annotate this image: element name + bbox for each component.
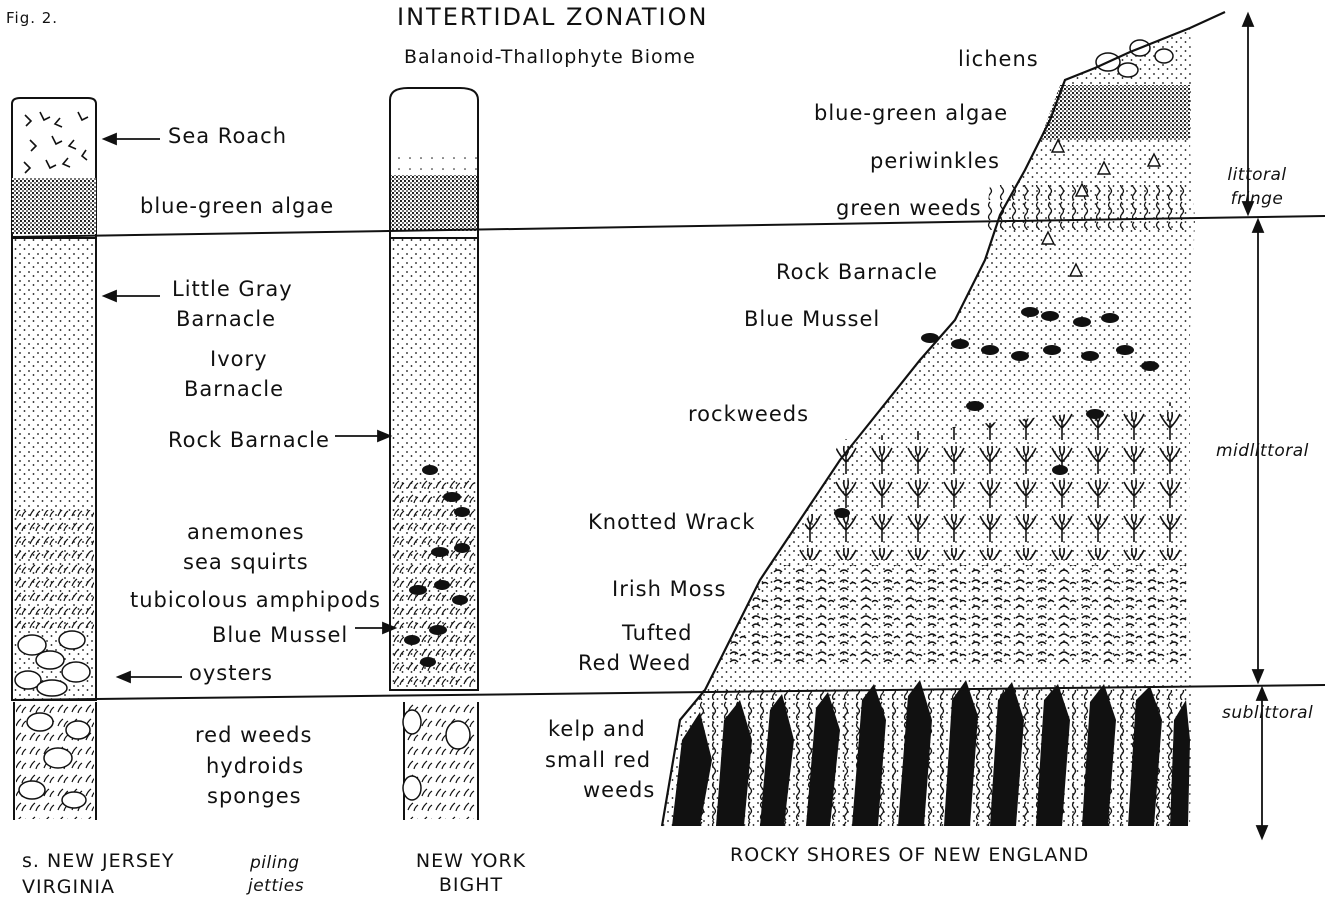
label-shore-blue-mussel: Blue Mussel (744, 304, 880, 334)
label-red-weeds: red weeds (195, 720, 312, 750)
caption-new-jersey-2: VIRGINIA (22, 874, 115, 900)
figure-subtitle: Balanoid-Thallophyte Biome (404, 42, 696, 72)
label-tufted-2: Red Weed (578, 648, 691, 678)
caption-new-york-2: BIGHT (396, 872, 546, 898)
label-shore-blue-green-algae: blue-green algae (814, 98, 1008, 128)
label-oysters: oysters (189, 658, 273, 688)
figure-label: Fig. 2. (6, 8, 58, 28)
label-lichens: lichens (958, 44, 1039, 74)
label-little-gray-2: Barnacle (176, 304, 276, 334)
label-shore-rock-barnacle: Rock Barnacle (776, 257, 938, 287)
zone-fringe-2: fringe (1212, 188, 1302, 210)
label-kelp-1: kelp and (548, 714, 646, 744)
label-anemones: anemones (187, 517, 305, 547)
label-hydroids: hydroids (206, 751, 304, 781)
piling-new-york (390, 88, 478, 820)
label-amphipods: tubicolous amphipods (130, 585, 381, 615)
zone-midlittoral: midlittoral (1216, 440, 1309, 462)
caption-new-york-1: NEW YORK (396, 848, 546, 874)
label-green-weeds: green weeds (836, 193, 982, 223)
label-rockweeds: rockweeds (688, 399, 809, 429)
label-kelp-2: small red (545, 745, 651, 775)
figure-title: INTERTIDAL ZONATION (397, 2, 708, 32)
zone-sublittoral: sublittoral (1222, 702, 1313, 724)
label-piling-rock-barnacle: Rock Barnacle (168, 425, 330, 455)
zone-fringe-1: littoral (1212, 164, 1302, 186)
label-knotted-wrack: Knotted Wrack (588, 507, 755, 537)
label-piling-blue-green-algae: blue-green algae (140, 191, 334, 221)
label-tufted-1: Tufted (622, 618, 692, 648)
label-periwinkles: periwinkles (870, 146, 1000, 176)
label-kelp-3: weeds (583, 775, 655, 805)
label-irish-moss: Irish Moss (612, 574, 726, 604)
piling-new-jersey (12, 98, 96, 820)
caption-piling: piling (250, 852, 300, 874)
label-piling-blue-mussel: Blue Mussel (212, 620, 348, 650)
caption-new-jersey-1: s. NEW JERSEY (22, 848, 175, 874)
caption-jetties: jetties (248, 875, 304, 897)
label-ivory-1: Ivory (210, 344, 268, 374)
label-ivory-2: Barnacle (184, 374, 284, 404)
label-sponges: sponges (207, 781, 302, 811)
caption-new-england: ROCKY SHORES OF NEW ENGLAND (730, 842, 1089, 868)
label-sea-roach: Sea Roach (168, 121, 287, 151)
label-little-gray-1: Little Gray (172, 274, 293, 304)
label-sea-squirts: sea squirts (183, 547, 309, 577)
